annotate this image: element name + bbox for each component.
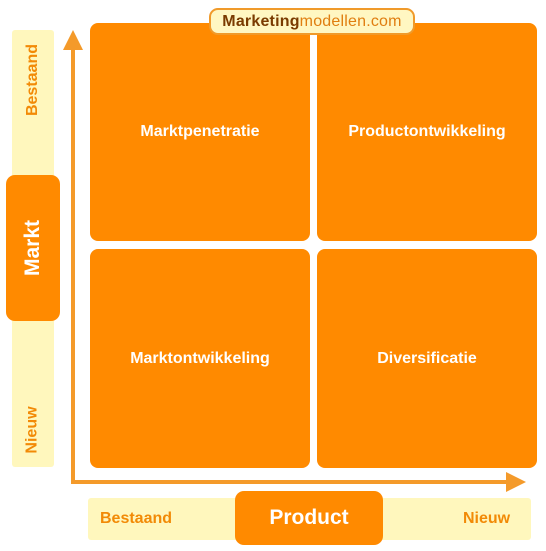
markt-bestaand-wrap: Bestaand xyxy=(12,40,54,120)
markt-axis-label: Markt xyxy=(21,219,44,277)
markt-bestaand-label: Bestaand xyxy=(24,43,41,117)
quadrant-diversificatie: Diversificatie xyxy=(317,249,537,468)
markt-nieuw-wrap: Nieuw xyxy=(12,390,54,470)
quadrant-label: Productontwikkeling xyxy=(348,123,506,140)
vertical-axis-arrowhead xyxy=(63,30,83,50)
markt-nieuw-label: Nieuw xyxy=(24,406,41,454)
product-bestaand-label: Bestaand xyxy=(100,510,173,527)
quadrant-productontwikkeling: Productontwikkeling xyxy=(317,23,537,241)
quadrant-marktpenetratie: Marktpenetratie xyxy=(90,23,310,241)
product-tab: Product xyxy=(235,491,383,545)
quadrant-marktontwikkeling: Marktontwikkeling xyxy=(90,249,310,468)
product-nieuw-label: Nieuw xyxy=(463,510,511,527)
quadrant-label: Marktpenetratie xyxy=(140,123,260,140)
markt-tab: Markt xyxy=(6,175,60,321)
quadrant-label: Marktontwikkeling xyxy=(130,349,270,367)
brand-rest-text: modellen.com xyxy=(299,12,402,30)
horizontal-axis-arrowhead xyxy=(506,472,526,492)
quadrant-label: Diversificatie xyxy=(377,349,477,367)
brand-bold-text: Marketing xyxy=(222,12,300,30)
product-axis-label: Product xyxy=(269,506,349,529)
